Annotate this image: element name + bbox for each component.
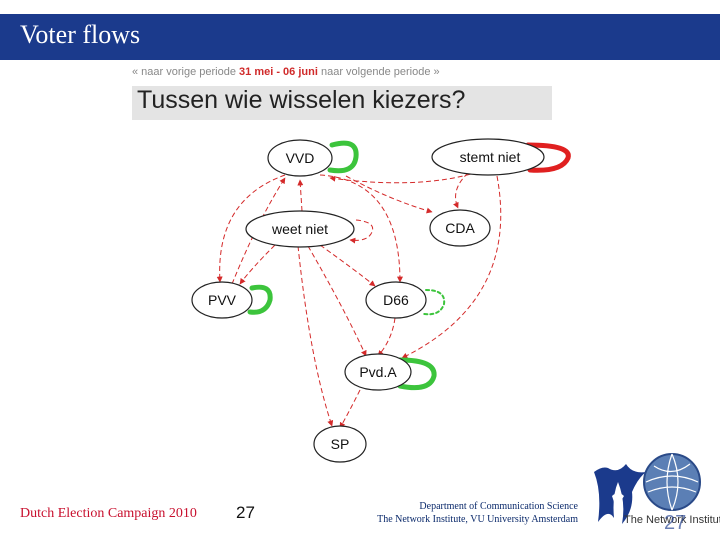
edge-weetniet-sp xyxy=(297,245,334,427)
node-label-vvd: VVD xyxy=(286,150,315,166)
edge-stemtniet-vvd xyxy=(329,171,479,184)
edge-weetniet-pvv xyxy=(239,244,276,285)
node-label-weet-niet: weet niet xyxy=(271,221,328,237)
next-period-link[interactable]: naar volgende periode » xyxy=(320,66,440,78)
node-pvda xyxy=(344,353,412,391)
node-d66 xyxy=(365,281,427,319)
d66-self-loop xyxy=(423,289,446,316)
period-navigation: « naar vorige periode 31 mei - 06 juni n… xyxy=(132,66,440,78)
node-label-stemt-niet: stemt niet xyxy=(460,149,521,165)
node-pvv xyxy=(191,281,253,319)
logo-page-number: 27 xyxy=(664,512,687,534)
node-sp xyxy=(313,425,367,463)
footer-dept-line2: The Network Institute, VU University Ams… xyxy=(377,514,578,525)
network-institute-label: The Network Institute xyxy=(624,514,720,526)
heading-background xyxy=(132,86,552,120)
vu-griffin-logo xyxy=(594,464,646,524)
slide-title: Voter flows xyxy=(20,20,141,49)
node-label-cda: CDA xyxy=(445,220,475,236)
node-label-sp: SP xyxy=(331,436,350,452)
edge-vvd-d66 xyxy=(319,174,403,283)
footer-campaign-title: Dutch Election Campaign 2010 xyxy=(20,506,197,521)
title-bar xyxy=(0,14,720,60)
node-label-pvda: Pvd.A xyxy=(359,364,397,380)
edge-stemtniet-pvda xyxy=(401,175,502,359)
node-label-pvv: PVV xyxy=(208,292,237,308)
weetniet-self-loop xyxy=(349,219,374,244)
edge-weetniet-d66 xyxy=(319,244,376,287)
pvda-self-loop xyxy=(397,357,437,391)
node-label-d66: D66 xyxy=(383,292,409,308)
edge-pvda-sp xyxy=(339,389,361,429)
pvv-self-loop xyxy=(247,284,273,315)
edge-stemtniet-cda xyxy=(453,172,469,209)
node-weet-niet xyxy=(245,210,355,248)
footer-department: Department of Communication Science The … xyxy=(330,500,578,526)
footer-page-number: 27 xyxy=(236,503,255,522)
vvd-self-loop xyxy=(327,140,359,174)
edge-d66-pvda xyxy=(377,317,396,357)
edge-vvd-pvv xyxy=(216,174,286,283)
edge-vvd-cda xyxy=(345,175,433,214)
prev-period-link[interactable]: « naar vorige periode xyxy=(132,66,236,78)
stemtniet-self-loop xyxy=(525,142,571,173)
edge-weetniet-pvda xyxy=(307,245,367,357)
node-vvd xyxy=(267,139,333,177)
footer-dept-line1: Department of Communication Science xyxy=(419,501,578,512)
node-stemt-niet xyxy=(431,138,545,176)
current-period: 31 mei - 06 juni xyxy=(239,66,318,78)
diagram-heading: Tussen wie wisselen kiezers? xyxy=(137,86,466,114)
edge-weetniet-vvd xyxy=(297,179,304,212)
network-institute-globe-icon xyxy=(643,453,701,511)
node-cda xyxy=(429,209,491,247)
